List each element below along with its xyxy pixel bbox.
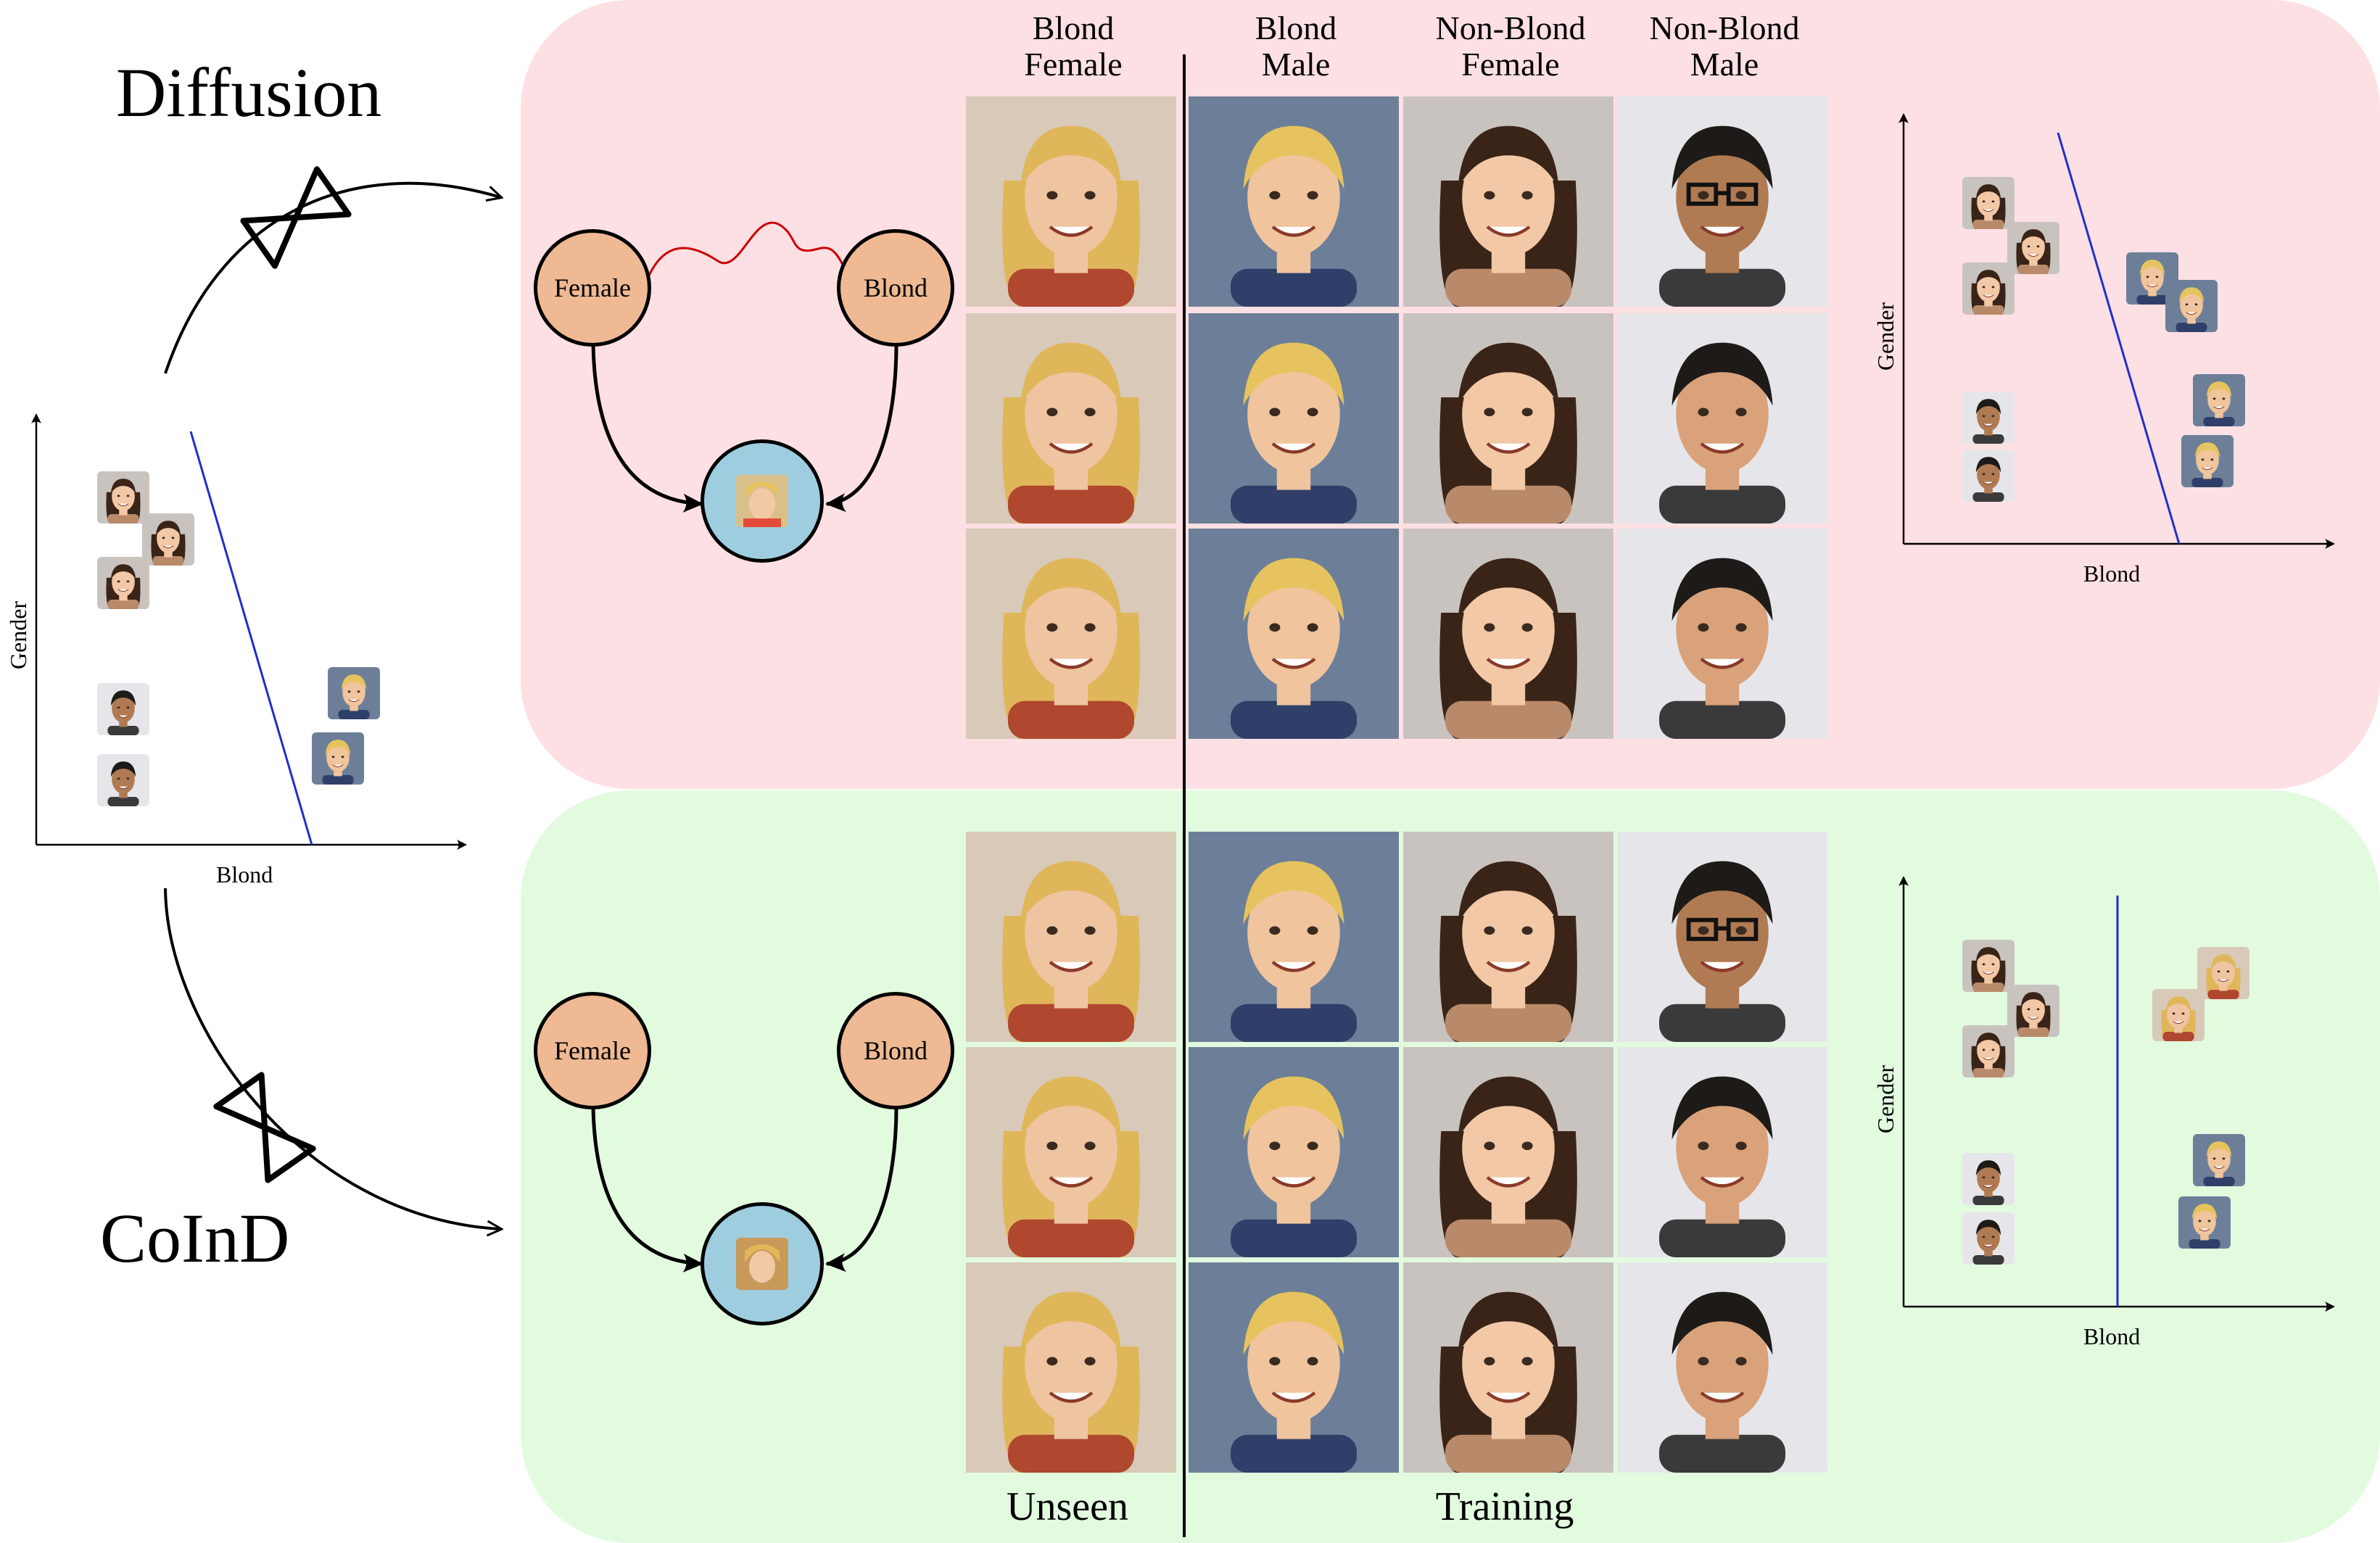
diffusion-image-blond-male-3 [1189, 529, 1399, 739]
output-face-thumbnail [736, 1238, 788, 1290]
coind-edge-blond [825, 1106, 898, 1273]
scatter-face-thumbnail [2178, 1196, 2231, 1249]
scatter-face-thumbnail [1962, 177, 2015, 229]
diffusion-node-female: Female [534, 229, 651, 347]
scatter-face-thumbnail [1962, 450, 2015, 502]
scatter-face-thumbnail [328, 667, 380, 719]
coind-node-female: Female [534, 992, 651, 1109]
diffusion-image-blond-female-3 [966, 529, 1176, 739]
diffusion-image-blond-female-1 [966, 96, 1176, 307]
top-right-decision-line [2057, 132, 2181, 545]
scatter-face-thumbnail [2181, 435, 2234, 487]
left-plot-ylabel: Gender [5, 600, 32, 670]
diffusion-image-nonblond-male-2 [1617, 313, 1827, 524]
diffusion-image-nonblond-female-2 [1403, 313, 1613, 524]
coind-image-nonblond-male-1 [1617, 832, 1827, 1042]
coind-image-blond-female-1 [966, 832, 1176, 1042]
scatter-face-thumbnail [2165, 280, 2218, 332]
coind-image-blond-male-2 [1189, 1047, 1399, 1257]
coind-node-blond: Blond [837, 992, 954, 1109]
scatter-face-thumbnail [2007, 985, 2059, 1037]
scatter-face-thumbnail [1962, 1153, 2015, 1205]
scatter-face-thumbnail [97, 471, 149, 524]
output-face-thumbnail [736, 475, 788, 527]
left-plot-axes [31, 413, 467, 850]
scatter-face-thumbnail [2193, 1134, 2245, 1186]
bowtie-icon-coind [213, 1072, 316, 1183]
scatter-face-thumbnail [2197, 947, 2249, 999]
coind-image-blond-male-3 [1189, 1262, 1399, 1473]
scatter-face-thumbnail [1962, 262, 2015, 315]
bottom-right-plot-xlabel: Blond [2083, 1323, 2141, 1349]
diffusion-image-blond-female-2 [966, 313, 1176, 524]
diffusion-image-nonblond-male-1 [1617, 96, 1827, 307]
coind-image-nonblond-female-2 [1403, 1047, 1613, 1257]
method-label-coind: CoInD [100, 1199, 290, 1277]
scatter-face-thumbnail [2193, 374, 2245, 426]
scatter-face-thumbnail [312, 732, 364, 785]
top-right-plot-axes [1898, 113, 2335, 549]
coind-image-blond-female-2 [966, 1047, 1176, 1257]
top-right-plot-xlabel: Blond [2083, 560, 2141, 587]
coind-edge-female [591, 1106, 703, 1273]
footer-unseen: Unseen [1007, 1484, 1128, 1529]
diffusion-edge-female [591, 344, 703, 513]
bottom-right-plot-axes [1898, 876, 2335, 1312]
diffusion-node-blond: Blond [837, 229, 954, 347]
scatter-face-thumbnail [2152, 989, 2205, 1041]
bowtie-icon-diffusion [240, 166, 352, 269]
scatter-face-thumbnail [1962, 1025, 2015, 1077]
coind-image-nonblond-female-3 [1403, 1262, 1613, 1473]
scatter-face-thumbnail [1962, 1212, 2015, 1265]
diffusion-dependency-edge [647, 221, 848, 278]
diffusion-image-nonblond-male-3 [1617, 529, 1827, 739]
diffusion-node-output [701, 439, 824, 563]
bottom-right-plot-ylabel: Gender [1872, 1064, 1899, 1134]
scatter-face-thumbnail [97, 557, 149, 609]
arrow-to-coind [164, 888, 500, 1229]
coind-node-output [701, 1202, 824, 1325]
coind-image-nonblond-male-3 [1617, 1262, 1827, 1473]
diffusion-edge-blond [825, 344, 898, 513]
left-plot-xlabel: Blond [216, 861, 273, 888]
coind-image-nonblond-male-2 [1617, 1047, 1827, 1257]
scatter-face-thumbnail [97, 754, 149, 806]
scatter-face-thumbnail [97, 683, 149, 735]
coind-image-blond-female-3 [966, 1262, 1176, 1473]
scatter-face-thumbnail [1962, 940, 2015, 992]
diffusion-image-blond-male-1 [1189, 96, 1399, 307]
top-right-plot-ylabel: Gender [1872, 302, 1899, 371]
method-label-diffusion: Diffusion [116, 54, 382, 131]
scatter-face-thumbnail [142, 513, 194, 566]
coind-image-nonblond-female-1 [1403, 832, 1613, 1042]
scatter-face-thumbnail [2007, 222, 2059, 274]
left-plot-decision-line [189, 431, 313, 845]
coind-image-blond-male-1 [1189, 832, 1399, 1042]
scatter-face-thumbnail [1962, 392, 2015, 444]
diffusion-image-nonblond-female-1 [1403, 96, 1613, 307]
diffusion-image-nonblond-female-3 [1403, 529, 1613, 739]
arrow-to-diffusion [164, 181, 500, 374]
diffusion-image-blond-male-2 [1189, 313, 1399, 524]
footer-training: Training [1435, 1484, 1574, 1529]
